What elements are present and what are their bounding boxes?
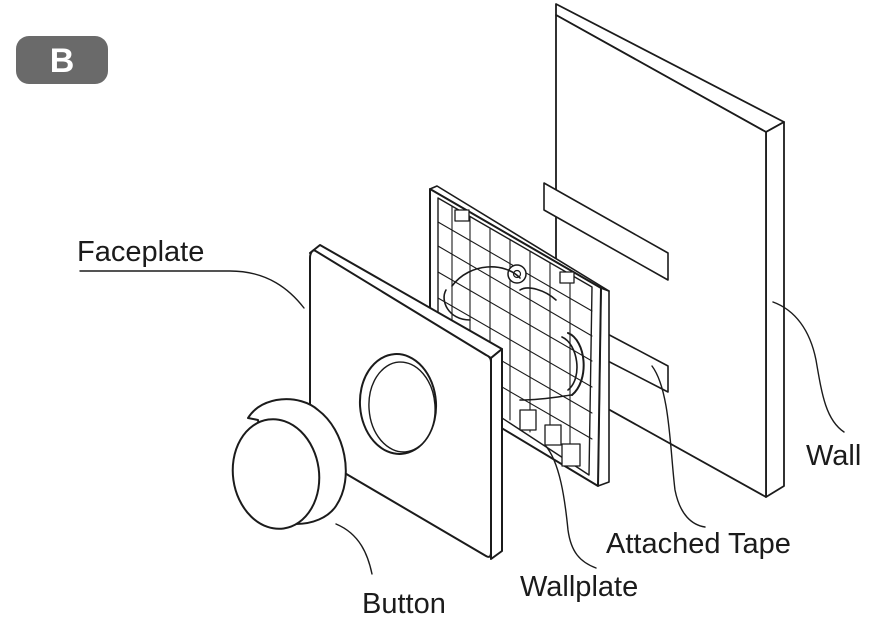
tape-strip-upper <box>543 182 669 281</box>
label-wallplate: Wallplate <box>520 571 638 603</box>
button-leader <box>335 523 373 575</box>
wall-side-face <box>765 121 785 498</box>
faceplate-leader <box>79 270 305 309</box>
section-badge: B <box>16 36 108 84</box>
label-button: Button <box>362 588 446 620</box>
button-top-face <box>231 418 321 530</box>
wallplate-wire-left <box>443 289 471 321</box>
faceplate-part <box>309 244 503 560</box>
attached-tape-leader <box>651 365 706 528</box>
badge-background <box>16 36 108 84</box>
wallplate-wire-right <box>567 332 585 396</box>
labels: Faceplate Wall Attached Tape Wallplate B… <box>77 236 861 620</box>
label-wall: Wall <box>806 440 861 472</box>
faceplate-side-face <box>490 348 503 560</box>
label-faceplate: Faceplate <box>77 236 204 268</box>
label-attached-tape: Attached Tape <box>606 528 791 560</box>
wallplate-screw-hole <box>507 264 527 284</box>
leader-lines <box>79 270 845 575</box>
button-part <box>231 398 347 530</box>
wall-leader <box>772 301 845 433</box>
wallplate-leader <box>544 444 597 569</box>
badge-letter: B <box>50 42 75 80</box>
